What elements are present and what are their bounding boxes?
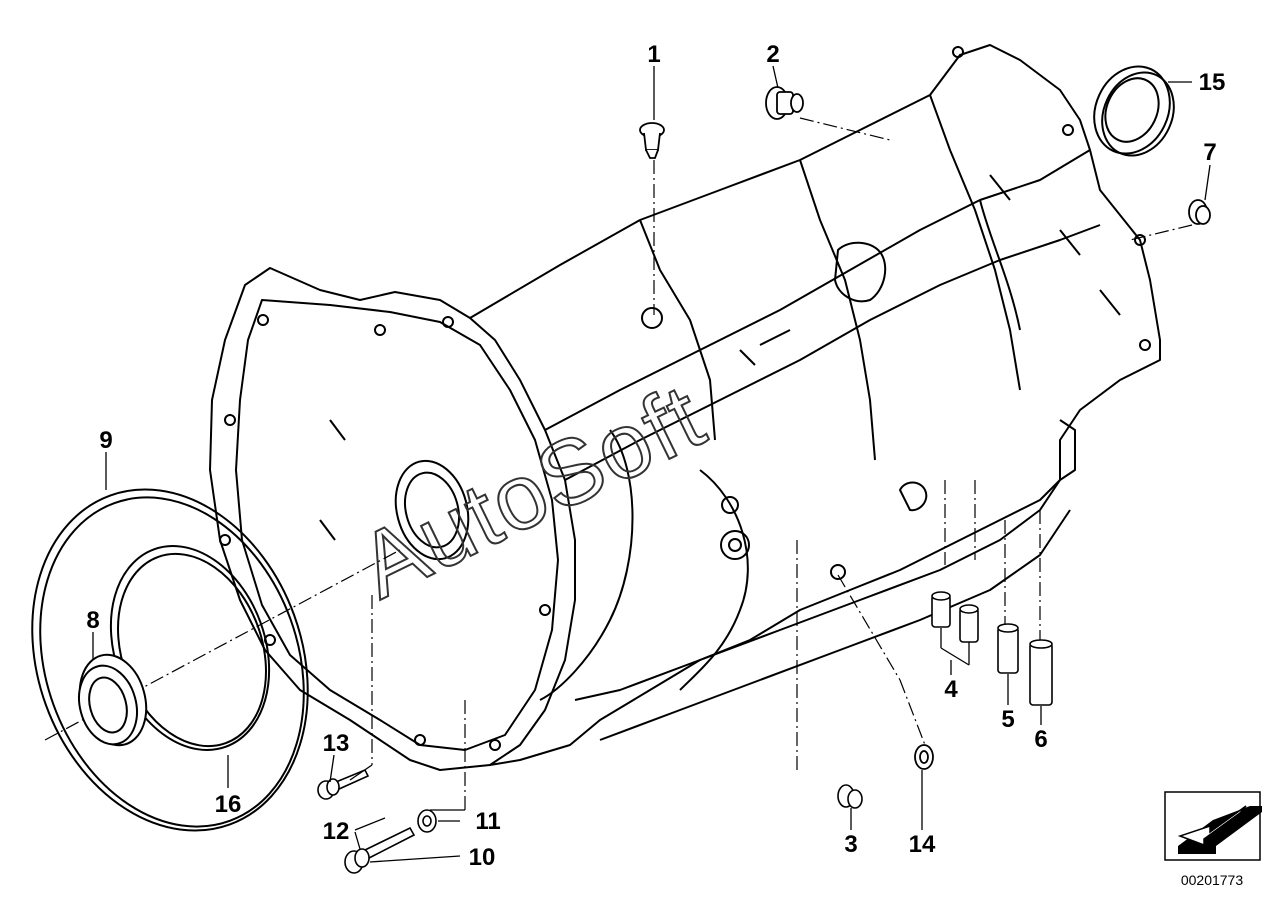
callout-1: 1 [647, 41, 660, 68]
direction-arrow-icon [1164, 791, 1262, 861]
part-4-sleeves [931, 591, 979, 643]
callout-2: 2 [766, 41, 779, 68]
callout-12: 12 [323, 818, 350, 845]
callout-labels: 1 2 3 4 5 6 7 8 9 10 11 12 13 14 15 16 [86, 41, 1225, 871]
part-15-shaft-seal [1093, 65, 1175, 157]
callout-6: 6 [1034, 726, 1047, 753]
callout-4: 4 [944, 676, 958, 703]
callout-15: 15 [1199, 69, 1226, 96]
part-3-screw-plug [837, 784, 863, 809]
part-11-washer [417, 809, 437, 833]
part-13-bolt [317, 768, 370, 800]
callout-11: 11 [475, 808, 500, 835]
callout-7: 7 [1203, 139, 1216, 166]
part-5-sleeve [997, 623, 1019, 674]
part-1-plug [639, 122, 665, 159]
callout-5: 5 [1001, 706, 1014, 733]
callout-8: 8 [86, 607, 99, 634]
part-9-o-ring [31, 488, 309, 832]
callout-16: 16 [215, 791, 242, 818]
callout-lines [92, 65, 1211, 863]
part-8-shaft-seal [78, 653, 148, 747]
part-10-bolt [344, 826, 416, 874]
callout-14: 14 [909, 831, 936, 858]
part-14-seal-ring [914, 744, 934, 770]
callout-3: 3 [844, 831, 857, 858]
part-2-screw-plug [765, 86, 804, 120]
part-7-screw-plug [1188, 199, 1211, 225]
part-6-sleeve [1029, 639, 1053, 706]
diagram-part-number: 00201773 [1181, 872, 1244, 888]
transmission-housing [209, 44, 1161, 771]
callout-10: 10 [469, 844, 496, 871]
callout-13: 13 [323, 730, 350, 757]
callout-9: 9 [99, 427, 112, 454]
